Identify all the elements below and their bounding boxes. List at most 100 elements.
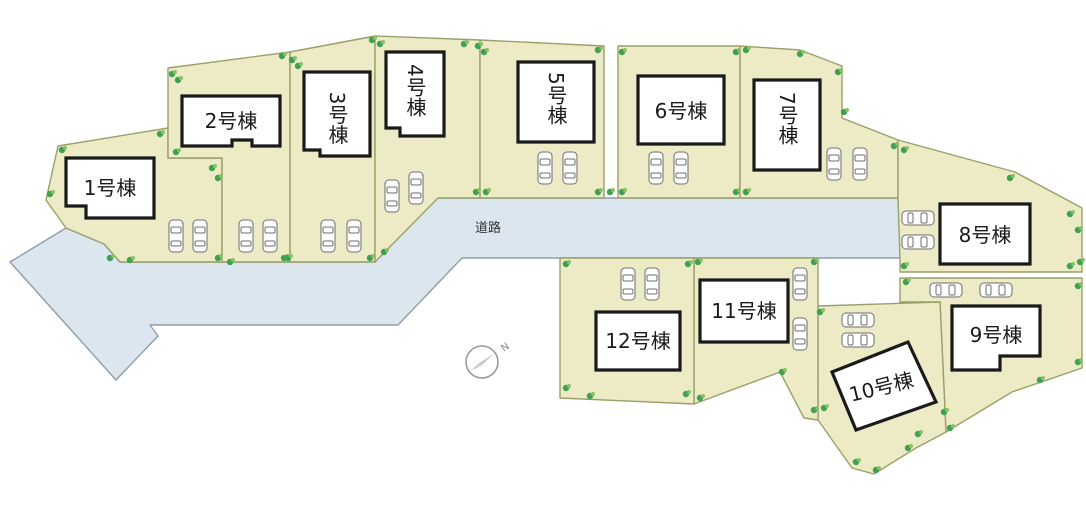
tree-icon (1041, 376, 1045, 380)
building-10 (829, 339, 939, 433)
tree-icon (487, 188, 491, 192)
car-icon (620, 267, 636, 301)
tree-icon (51, 190, 55, 194)
car-icon (238, 219, 254, 253)
building-label-11: 11号棟 (711, 299, 776, 323)
tree-icon (701, 394, 705, 398)
building-4 (384, 50, 446, 138)
building-label-12: 12号棟 (605, 329, 670, 353)
car-icon (792, 317, 808, 351)
tree-icon (857, 458, 861, 462)
car-icon (979, 282, 1013, 298)
building-label-9: 9号棟 (970, 323, 1023, 347)
tree-icon (213, 164, 217, 168)
tree-icon (373, 36, 377, 40)
car-icon (852, 147, 868, 181)
tree-icon (895, 142, 899, 146)
tree-icon (63, 146, 67, 150)
tree-icon (815, 406, 819, 410)
tree-icon (219, 174, 223, 178)
tree-icon (623, 48, 627, 52)
building-label-1: 1号棟 (84, 176, 137, 200)
building-5 (516, 60, 596, 144)
car-icon (644, 267, 660, 301)
car-icon (562, 151, 578, 185)
car-icon (826, 147, 842, 181)
tree-icon (821, 308, 825, 312)
tree-icon (371, 254, 375, 258)
buildings (64, 50, 1042, 433)
tree-icon (699, 258, 703, 262)
tree-icon (1079, 358, 1083, 362)
tree-icon (219, 254, 223, 258)
tree-icon (747, 46, 751, 50)
building-label-4: 4号棟 (403, 64, 427, 117)
tree-icon (905, 146, 909, 150)
tree-icon (877, 466, 881, 470)
tree-icon (905, 262, 909, 266)
building-8 (938, 202, 1032, 266)
car-icon (648, 151, 664, 185)
tree-icon (839, 68, 843, 72)
car-icon (929, 282, 963, 298)
tree-icon (485, 48, 489, 52)
tree-icon (1071, 262, 1075, 266)
building-label-6: 6号棟 (655, 99, 708, 123)
compass-icon: N (465, 341, 512, 379)
tree-icon (179, 76, 183, 80)
tree-icon (1079, 226, 1083, 230)
tree-icon (293, 56, 297, 60)
building-label-8: 8号棟 (959, 223, 1012, 247)
tree-icon (477, 188, 481, 192)
building-label-3: 3号棟 (325, 92, 349, 145)
building-label-7: 7号棟 (775, 92, 799, 145)
tree-icon (1071, 210, 1075, 214)
tree-icon (737, 188, 741, 192)
parking-cars (168, 147, 1013, 351)
car-icon (262, 219, 278, 253)
tree-icon (591, 392, 595, 396)
car-icon (673, 151, 689, 185)
tree-icon (173, 70, 177, 74)
tree-icon (385, 248, 389, 252)
tree-icon (689, 260, 693, 264)
tree-icon (111, 254, 115, 258)
tree-icon (599, 188, 603, 192)
car-icon (537, 151, 553, 185)
tree-icon (299, 62, 303, 66)
trees (46, 36, 1085, 474)
compass-letter: N (499, 341, 512, 354)
tree-icon (737, 48, 741, 52)
tree-icon (845, 108, 849, 112)
tree-icon (801, 50, 805, 54)
tree-icon (567, 260, 571, 264)
car-icon (901, 210, 935, 226)
car-icon (792, 267, 808, 301)
tree-icon (465, 40, 469, 44)
tree-icon (567, 384, 571, 388)
tree-icon (599, 46, 603, 50)
car-icon (320, 219, 336, 253)
tree-icon (919, 430, 923, 434)
tree-icon (815, 258, 819, 262)
building-9 (950, 304, 1042, 372)
tree-icon (1079, 282, 1083, 286)
car-icon (168, 219, 184, 253)
tree-icon (783, 368, 787, 372)
tree-icon (825, 404, 829, 408)
car-icon (901, 234, 935, 250)
tree-icon (289, 254, 293, 258)
tree-icon (381, 40, 385, 44)
tree-icon (131, 256, 135, 260)
car-icon (841, 312, 875, 328)
car-icon (384, 179, 400, 213)
tree-icon (1011, 174, 1015, 178)
car-icon (841, 332, 875, 348)
tree-icon (479, 42, 483, 46)
tree-icon (747, 188, 751, 192)
tree-icon (687, 390, 691, 394)
building-2 (180, 94, 282, 148)
car-icon (408, 171, 424, 205)
building-3 (302, 70, 372, 158)
